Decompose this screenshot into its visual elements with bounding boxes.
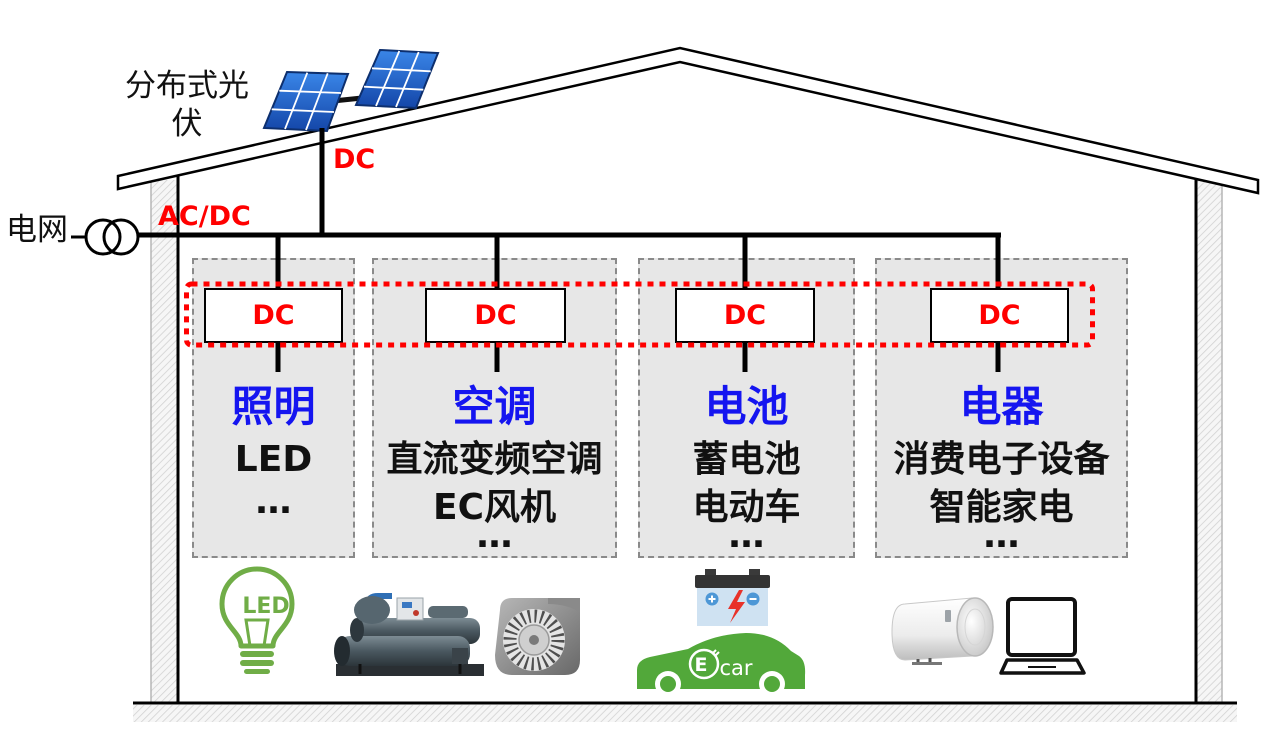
dc-converter-air-conditioning: DC: [425, 288, 566, 343]
solar-output-label: DC: [333, 144, 376, 175]
grid-converter-label: AC/DC: [158, 201, 251, 232]
category-item: 智能家电: [929, 487, 1074, 528]
transformer-icon: [71, 218, 140, 256]
ground: [133, 701, 1237, 722]
category-item: …: [255, 481, 292, 522]
car-logo-text: car: [719, 656, 752, 680]
led-bulb-icon: LED: [219, 566, 295, 674]
left-wall: [150, 175, 180, 703]
solar-label-line: 伏: [171, 106, 203, 142]
grid-label: 电网: [6, 212, 68, 248]
electric-car-icon: E car: [637, 633, 806, 697]
led-bulb-text: LED: [242, 594, 289, 619]
dc-converter-appliances: DC: [930, 288, 1069, 343]
laptop-icon: [999, 597, 1086, 675]
solar-label-line: 分布式光: [125, 68, 249, 104]
category-item: …: [728, 515, 765, 556]
category-item: 电动车: [692, 487, 801, 528]
right-wall: [1194, 178, 1223, 703]
category-item: …: [983, 515, 1020, 556]
category-item: 直流变频空调: [386, 439, 603, 480]
category-title: 空调: [452, 382, 537, 431]
water-heater-icon: [891, 597, 994, 665]
category-item: …: [476, 515, 513, 556]
dc-converter-battery: DC: [675, 288, 815, 343]
car-logo-e: E: [695, 654, 708, 676]
category-title: 电器: [959, 382, 1044, 431]
category-item: 消费电子设备: [893, 439, 1110, 480]
category-item: 蓄电池: [692, 439, 801, 480]
dc-converter-lighting: DC: [204, 288, 343, 343]
category-title: 照明: [231, 382, 316, 431]
category-title: 电池: [704, 382, 789, 431]
solar-source-label: 分布式光 伏: [112, 67, 262, 143]
chiller-icon: [334, 593, 484, 676]
roof: [116, 46, 1260, 195]
category-item: EC风机: [432, 487, 556, 528]
battery-icon: [695, 569, 770, 626]
category-item: LED: [234, 439, 313, 480]
solar-panel-icon: [262, 48, 440, 133]
fan-icon: [495, 598, 580, 675]
